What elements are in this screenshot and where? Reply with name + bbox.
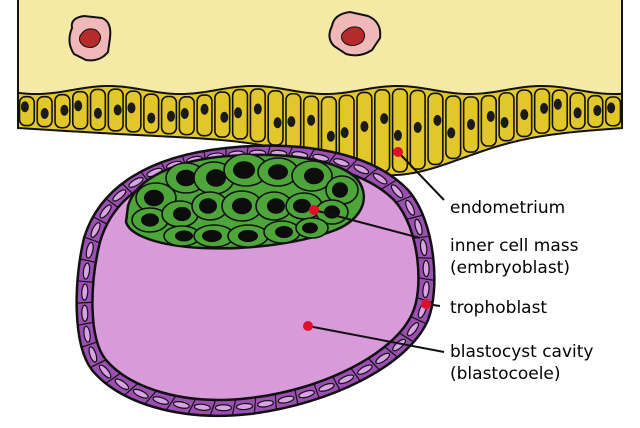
inner-cell-mass-nucleus — [144, 190, 164, 207]
epithelium-nucleus — [593, 105, 601, 116]
pointer-dot-inner-cell-mass — [309, 205, 319, 215]
epithelium-cell — [552, 90, 567, 130]
label-blastocyst-cavity: blastocyst cavity — [450, 342, 593, 362]
epithelium-nucleus — [467, 119, 475, 130]
epithelium-nucleus — [414, 122, 422, 133]
trophoblast-nucleus — [236, 403, 252, 410]
inner-cell-mass-nucleus — [268, 164, 288, 179]
epithelium-nucleus — [307, 115, 315, 126]
epithelium-cell — [446, 96, 461, 158]
inner-cell-mass-nucleus — [176, 170, 196, 187]
inner-cell-mass-nucleus — [173, 207, 191, 221]
inner-cell-mass-nucleus — [233, 161, 255, 179]
epithelium-nucleus — [501, 117, 509, 128]
inner-cell-mass-nucleus — [267, 198, 285, 213]
label-trophoblast: trophoblast — [450, 298, 547, 318]
trophoblast-nucleus — [215, 405, 231, 411]
inner-cell-mass-nucleus — [238, 230, 258, 242]
pointer-dot-trophoblast — [421, 299, 431, 309]
inner-cell-mass-nucleus — [232, 198, 252, 215]
epithelium-nucleus — [181, 108, 189, 119]
epithelium-cell — [499, 93, 514, 141]
epithelium-nucleus — [254, 104, 262, 115]
epithelium-nucleus — [380, 113, 388, 124]
epithelium-cell — [428, 93, 443, 164]
epithelium-nucleus — [341, 127, 349, 138]
epithelium-nucleus — [540, 103, 548, 114]
pointer-dot-endometrium — [393, 147, 403, 157]
inner-cell-mass-nucleus — [175, 231, 193, 242]
epithelium-nucleus — [114, 105, 122, 116]
trophoblast-nucleus — [81, 284, 88, 300]
epithelium-nucleus — [167, 111, 175, 122]
inner-cell-mass-nucleus — [302, 223, 318, 234]
inner-cell-mass-nucleus — [332, 182, 348, 197]
epithelium-nucleus — [74, 100, 82, 111]
epithelium-cell — [197, 95, 212, 136]
inner-cell-mass-nucleus — [141, 213, 159, 226]
epithelium-nucleus — [21, 101, 29, 112]
epithelium-cell — [268, 91, 283, 145]
inner-cell-mass-nucleus — [293, 199, 311, 213]
inner-cell-mass-nucleus — [199, 198, 217, 213]
inner-cell-mass-nucleus — [206, 169, 226, 187]
epithelium-nucleus — [94, 108, 102, 119]
epithelium-nucleus — [41, 108, 49, 119]
epithelium-nucleus — [394, 130, 402, 141]
epithelium-nucleus — [447, 127, 455, 138]
epithelium-nucleus — [274, 117, 282, 128]
epithelium-nucleus — [201, 104, 209, 115]
epithelium-nucleus — [127, 102, 135, 113]
trophoblast-nucleus — [82, 305, 88, 321]
epithelium-nucleus — [60, 105, 68, 116]
epithelium-nucleus — [554, 99, 562, 110]
label-inner-cell-mass: inner cell mass — [450, 236, 579, 256]
epithelium-nucleus — [147, 113, 155, 124]
epithelium-nucleus — [360, 121, 368, 132]
epithelium-nucleus — [327, 131, 335, 142]
pointer-dot-blastocyst-cavity — [303, 321, 313, 331]
epithelium-nucleus — [487, 111, 495, 122]
epithelium-nucleus — [574, 107, 582, 118]
trophoblast-nucleus — [423, 260, 429, 276]
label-embryoblast: (embryoblast) — [450, 258, 570, 278]
label-endometrium: endometrium — [450, 198, 565, 218]
epithelium-nucleus — [220, 112, 228, 123]
inner-cell-mass-nucleus — [304, 168, 324, 185]
epithelium-nucleus — [520, 109, 528, 120]
epithelium-cell — [250, 89, 265, 141]
epithelium-nucleus — [287, 116, 295, 127]
epithelium-nucleus — [234, 107, 242, 118]
inner-cell-mass-nucleus — [275, 226, 293, 238]
label-blastocoele: (blastocoele) — [450, 364, 561, 384]
blood-vessel-right — [329, 12, 380, 55]
epithelium-nucleus — [607, 102, 615, 113]
epithelium-cell — [375, 90, 390, 172]
inner-cell-mass-nucleus — [202, 230, 222, 242]
epithelium-nucleus — [433, 115, 441, 126]
blood-vessel-left — [69, 16, 110, 60]
